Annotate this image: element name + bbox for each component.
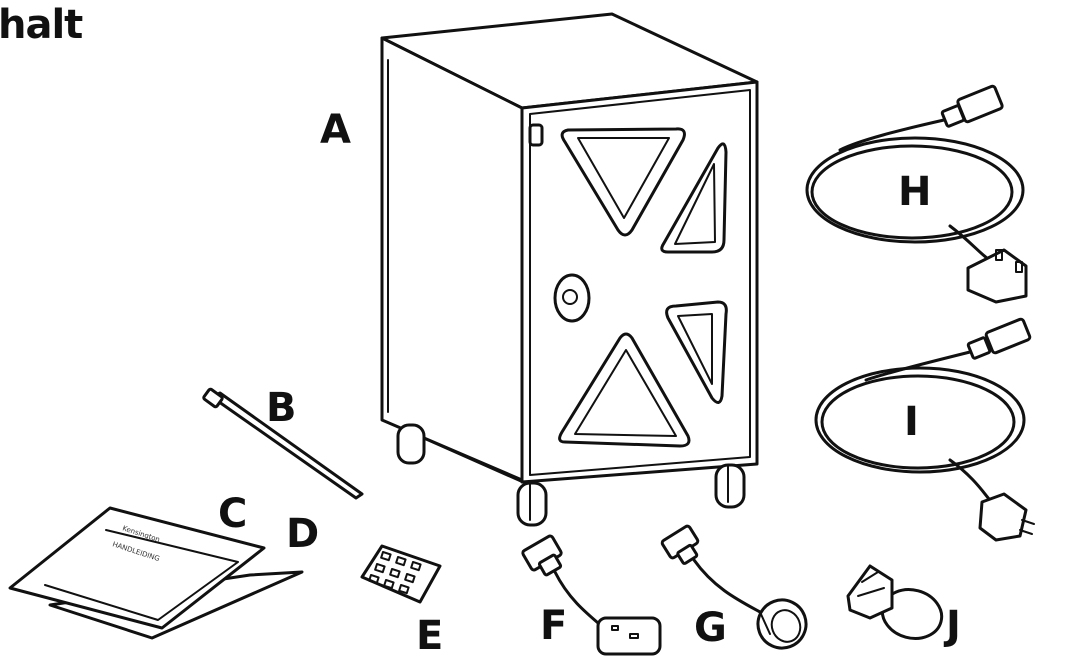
label-d: D (286, 511, 320, 557)
label-c: C (218, 491, 248, 537)
cable-tie (202, 387, 364, 500)
label-j: J (946, 603, 961, 649)
charging-cabinet (380, 12, 759, 527)
documents: Kensington HANDLEIDING (8, 506, 304, 640)
label-b: B (266, 385, 297, 431)
label-a: A (320, 107, 351, 153)
plug-adapter-with-ring (846, 564, 944, 640)
label-f: F (540, 603, 568, 649)
schuko-power-cord (814, 317, 1035, 542)
section-heading: halt (0, 2, 83, 48)
schuko-adapter-cable (660, 524, 808, 650)
label-e: E (416, 613, 444, 659)
label-i: I (904, 399, 919, 445)
uk-adapter-cable (521, 534, 662, 656)
label-h: H (898, 169, 932, 215)
label-g: G (694, 605, 727, 651)
uk-power-cord (805, 84, 1028, 304)
sticker-sheet (360, 544, 442, 604)
